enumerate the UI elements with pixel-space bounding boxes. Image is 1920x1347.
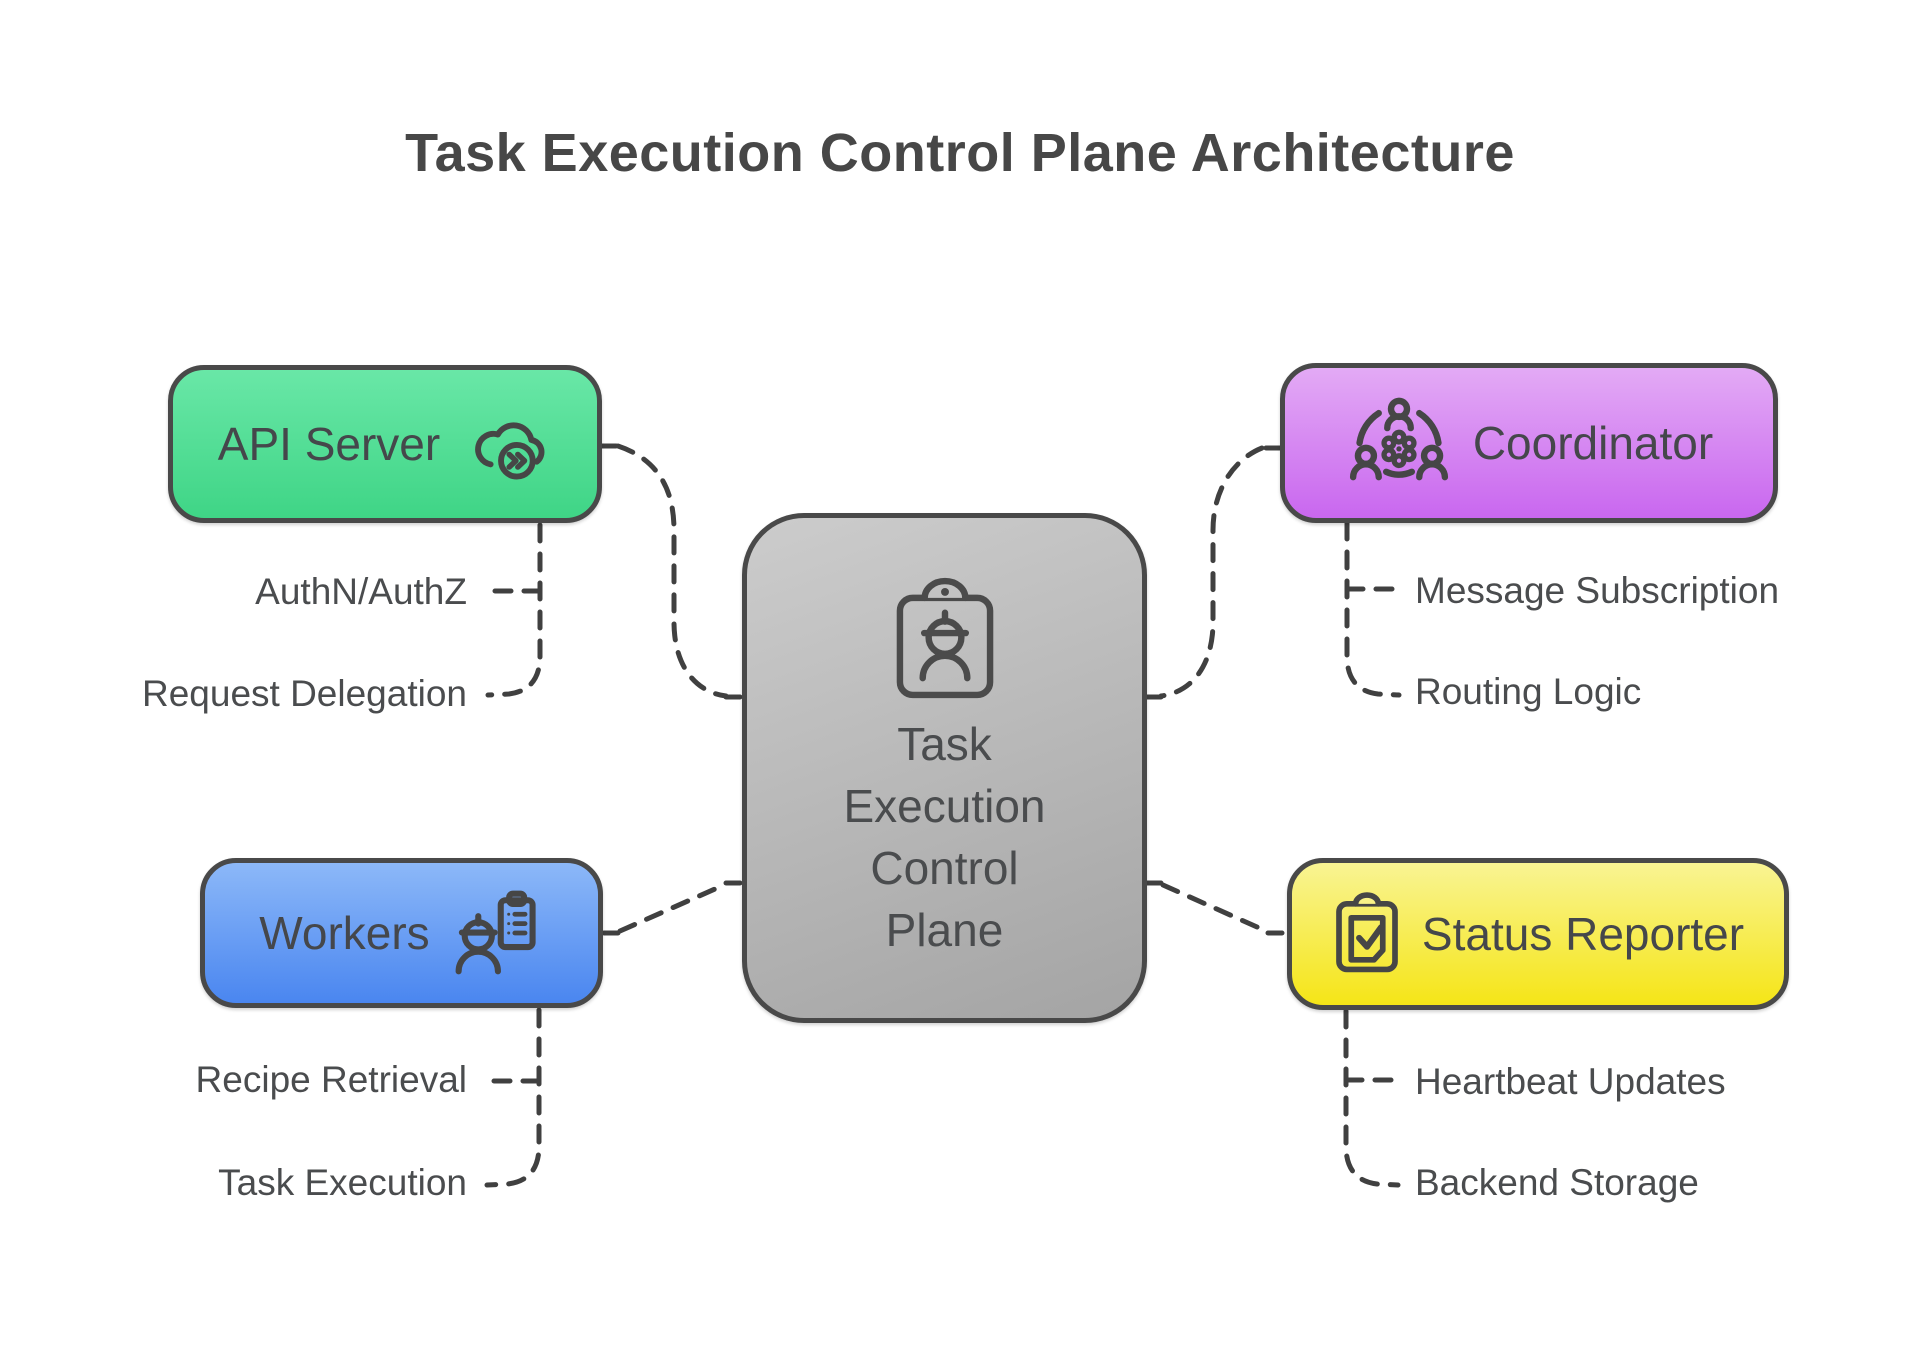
feature-recipe-retrieval: Recipe Retrieval [195, 1059, 467, 1100]
coordinator-label: Coordinator [1472, 417, 1714, 469]
cloud-fast-forward-icon [475, 422, 545, 480]
connector-api-server-features [485, 522, 543, 698]
connector-center-to-status-reporter [1160, 882, 1269, 934]
team-gear-icon [1349, 397, 1448, 481]
feature-task-execution: Task Execution [218, 1162, 467, 1203]
node-workers: Workers [200, 858, 603, 1008]
diagram-title: Task Execution Control Plane Architectur… [405, 123, 1515, 183]
status-reporter-label: Status Reporter [1421, 908, 1745, 960]
connector-coordinator-features [1344, 520, 1402, 698]
center-label-line-3: Control [870, 842, 1019, 894]
feature-request-delegation: Request Delegation [142, 673, 467, 714]
feature-authn-authz: AuthN/AuthZ [255, 571, 467, 612]
connector-coordinator-to-center [1158, 445, 1265, 699]
clipboard-check-icon [1336, 892, 1398, 973]
feature-heartbeat-updates: Heartbeat Updates [1415, 1061, 1726, 1102]
center-label-line-1: Task [897, 718, 992, 770]
node-status-reporter: Status Reporter [1287, 858, 1789, 1010]
connector-api-server-to-center [615, 443, 729, 699]
center-node-label: Task Execution Control Plane [843, 713, 1045, 961]
node-api-server: API Server [168, 365, 602, 523]
connector-workers-to-center [617, 882, 727, 934]
center-label-line-2: Execution [843, 780, 1046, 832]
connector-status-reporter-features [1343, 1008, 1401, 1188]
feature-backend-storage: Backend Storage [1415, 1162, 1699, 1203]
node-task-execution-control-plane: Task Execution Control Plane [742, 513, 1147, 1023]
feature-routing-logic: Routing Logic [1415, 671, 1642, 712]
node-coordinator: Coordinator [1280, 363, 1778, 523]
api-server-label: API Server [217, 418, 441, 470]
worker-clipboard-icon [455, 890, 536, 975]
workers-label: Workers [259, 907, 430, 959]
connector-stubs [599, 443, 1285, 936]
feature-message-subscription: Message Subscription [1415, 570, 1780, 611]
clipboard-worker-icon [896, 577, 993, 699]
center-label-line-4: Plane [885, 904, 1004, 956]
connector-workers-features [484, 1007, 542, 1188]
